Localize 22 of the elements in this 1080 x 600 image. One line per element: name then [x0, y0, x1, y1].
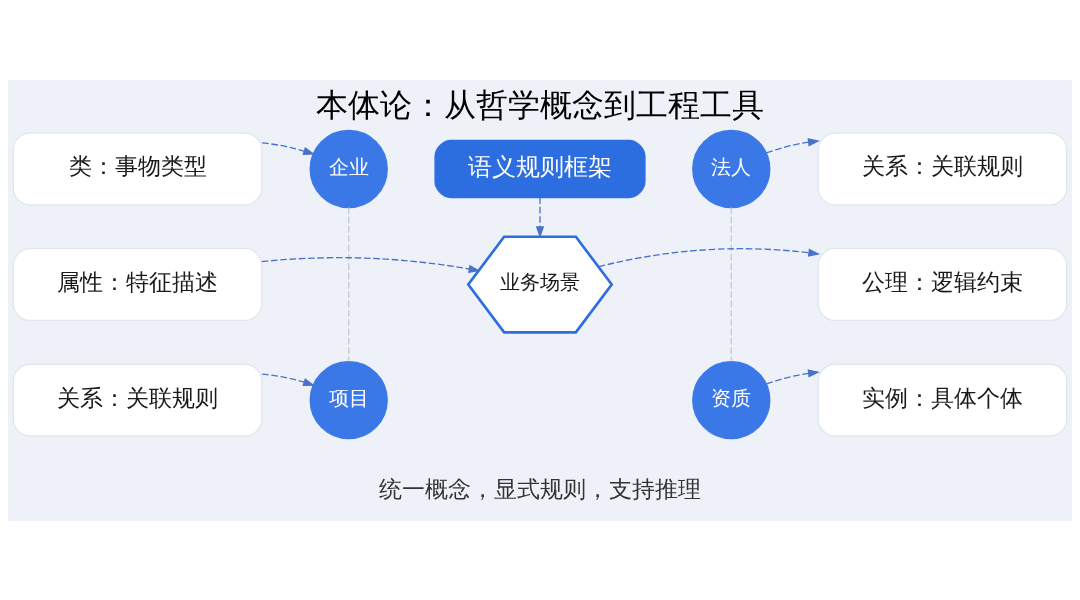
arrow [535, 196, 545, 238]
node-box: 实例：具体个体 [817, 363, 1068, 437]
connector [730, 206, 732, 362]
node-box: 属性：特征描述 [12, 247, 263, 321]
node-circle: 企业 [309, 129, 388, 208]
arrow [765, 137, 820, 154]
node-circle: 项目 [309, 360, 388, 439]
node-box: 公理：逻辑约束 [817, 247, 1068, 321]
diagram-title: 本体论：从哲学概念到工程工具 [316, 86, 764, 123]
arrow [261, 372, 316, 386]
node-box: 语义规则框架 [434, 139, 646, 198]
caption: 统一概念，显式规则，支持推理 [379, 476, 701, 502]
arrow [597, 247, 821, 267]
node-circle: 法人 [692, 129, 771, 208]
arrow [261, 141, 316, 155]
arrow [261, 256, 481, 273]
node-box: 关系：关联规则 [817, 131, 1068, 206]
arrow [765, 368, 820, 385]
connector [348, 206, 350, 362]
node-box: 关系：关联规则 [12, 363, 263, 437]
node-circle: 资质 [692, 360, 771, 439]
node-box: 类：事物类型 [12, 131, 263, 206]
